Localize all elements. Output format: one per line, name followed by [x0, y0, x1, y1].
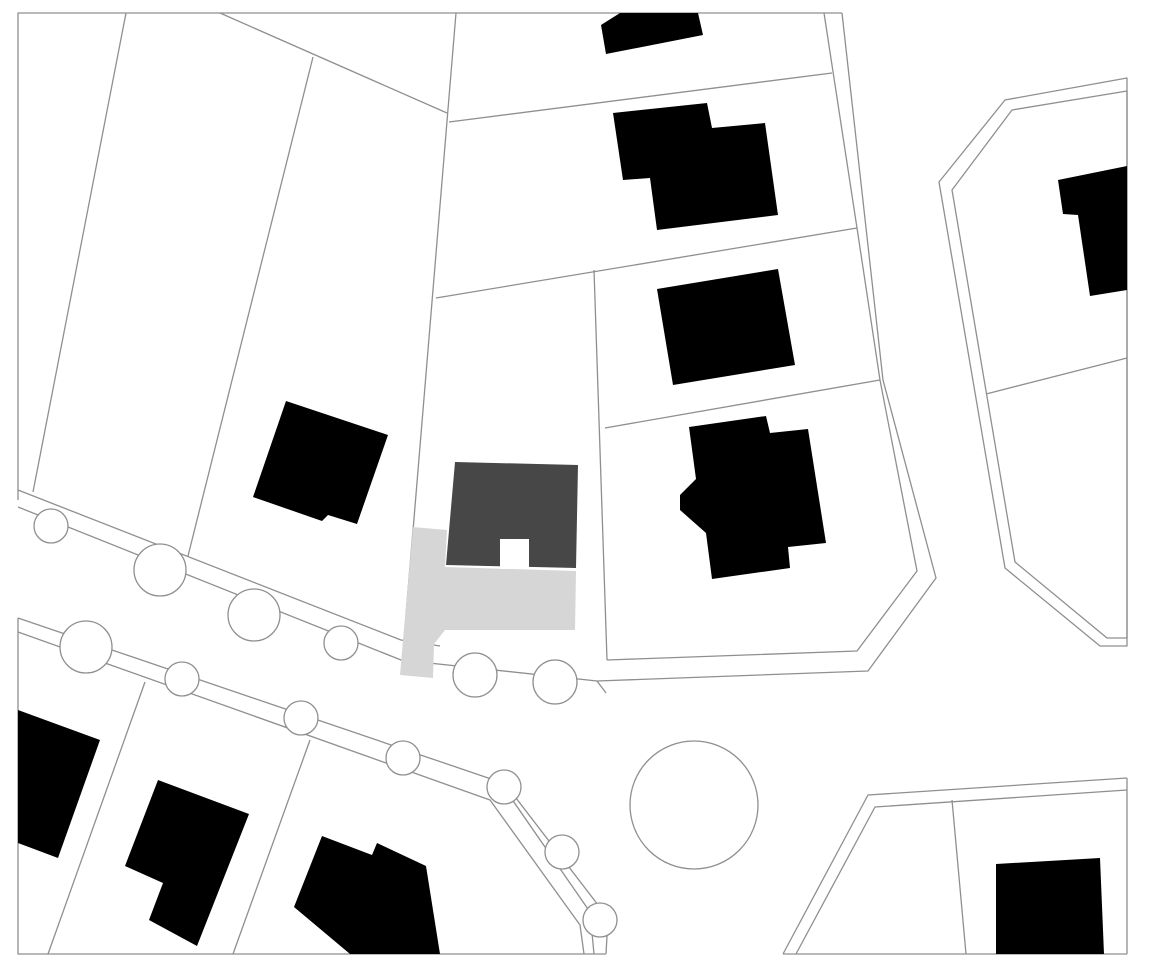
tree — [385, 740, 421, 776]
tree — [59, 620, 113, 674]
east-block-outer — [938, 77, 1128, 647]
building — [1058, 166, 1127, 296]
tree — [227, 588, 281, 642]
building — [125, 780, 249, 946]
road-edge — [606, 12, 918, 661]
roundabout — [629, 740, 759, 870]
street-edge — [17, 631, 585, 955]
building-opening — [500, 539, 529, 569]
parcel-lines — [17, 12, 1128, 955]
tree — [283, 700, 319, 736]
buildings — [18, 13, 1127, 954]
driveway — [400, 527, 576, 678]
parcel-boundary — [448, 72, 833, 123]
parcel-boundary — [232, 739, 311, 955]
tree — [582, 902, 618, 938]
east-block-inner — [951, 90, 1128, 639]
building — [680, 416, 826, 579]
tree — [532, 659, 578, 705]
parcel-boundary — [187, 56, 314, 557]
se-block-outer — [782, 777, 1128, 955]
building — [657, 269, 795, 385]
parcel-boundary — [985, 357, 1128, 395]
parcel-boundary — [604, 379, 881, 429]
road-edge — [596, 12, 937, 694]
parcel-boundary — [47, 681, 146, 955]
tree — [164, 661, 200, 697]
parcel-boundary — [593, 269, 608, 661]
tree — [323, 625, 359, 661]
street-trees — [33, 508, 618, 938]
tree — [452, 652, 498, 698]
frame-edge — [17, 12, 842, 500]
tree — [133, 543, 187, 597]
se-block-inner — [795, 789, 1128, 955]
building — [601, 13, 703, 54]
highlighted-building — [446, 462, 578, 568]
tree — [486, 769, 522, 805]
building — [613, 103, 778, 230]
tree — [33, 508, 69, 544]
parcel-boundary — [951, 799, 967, 955]
roundabout-circle — [629, 740, 759, 870]
building — [18, 710, 100, 858]
building — [253, 401, 388, 524]
parcel-boundary — [435, 227, 858, 299]
parcel-boundary — [219, 12, 448, 114]
project-building — [446, 462, 578, 569]
building — [996, 858, 1104, 954]
parcel-boundary — [32, 12, 127, 493]
building — [294, 836, 440, 954]
tree — [544, 834, 580, 870]
paved-area — [400, 527, 576, 678]
